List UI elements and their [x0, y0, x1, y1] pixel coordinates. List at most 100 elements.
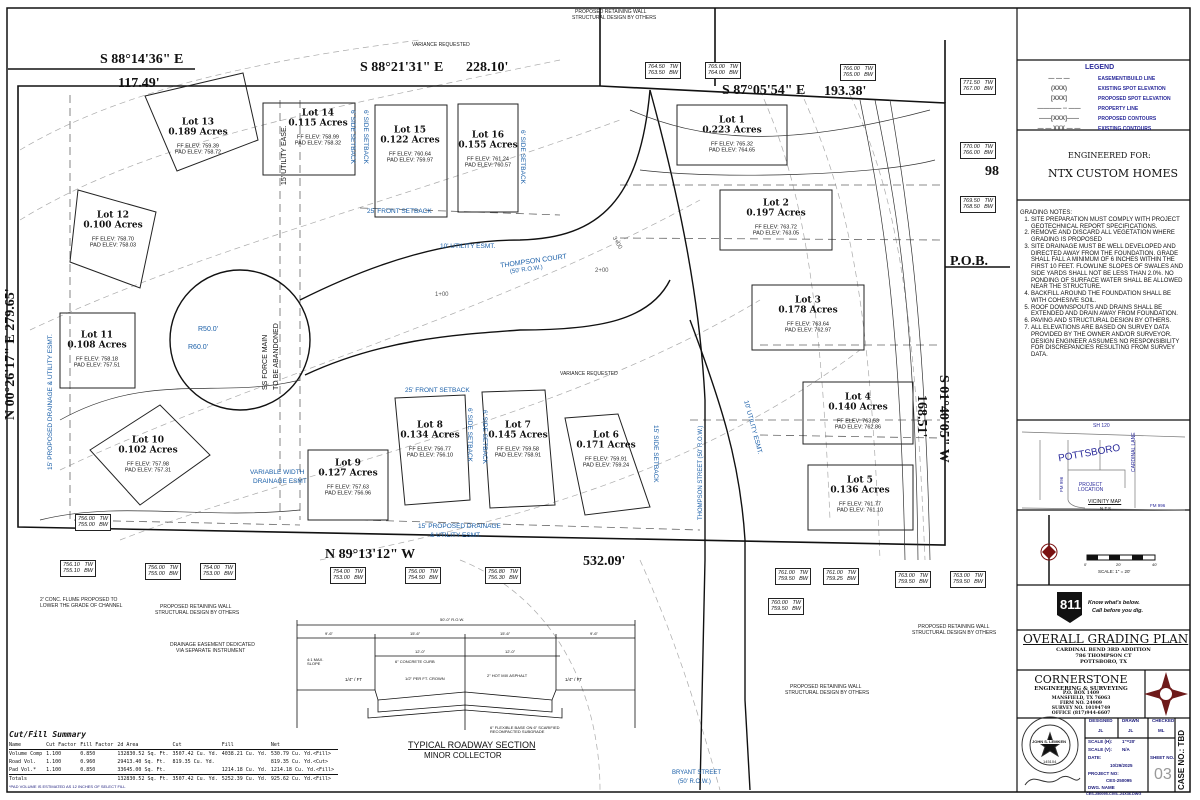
lot-name: Lot 2 — [763, 198, 789, 209]
legend: — — —EASEMENT/BUILD LINE(XXX)EXISTING SP… — [1020, 74, 1188, 134]
retaining-top-2-label: STRUCTURAL DESIGN BY OTHERS — [572, 15, 657, 21]
lot-name: Lot 9 — [335, 458, 361, 469]
tw-label: TW — [669, 64, 678, 70]
lot-ff-elev: FF ELEV: 759.91 — [584, 456, 627, 463]
retaining-se-2-label: STRUCTURAL DESIGN BY OTHERS — [912, 630, 997, 636]
bw-value: 764.00 — [708, 70, 725, 77]
case-number: CASE NO.: TBD — [1177, 730, 1186, 790]
bw-value: 759.25 — [826, 576, 843, 583]
retaining-se-label: PROPOSED RETAINING WALL — [918, 624, 990, 630]
dwg-name-label: DWG. NAME — [1088, 785, 1115, 790]
legend-label: PROPERTY LINE — [1098, 106, 1139, 112]
thompson-street-label: THOMPSON STREET (50' R.O.W.) — [698, 425, 704, 520]
section-slope-right: 1/4" / FT — [565, 677, 583, 682]
section-subtitle: MINOR COLLECTOR — [424, 751, 502, 760]
lot-acres: 0.127 Acres — [318, 468, 378, 479]
firm-line: SURVEY NO. 10194749 — [1051, 705, 1111, 711]
side-setback-c-label: 6' SIDE SETBACK — [519, 130, 526, 184]
legend-symbol: (XXX) — [1050, 86, 1067, 92]
project-label-2: LOCATION — [1078, 487, 1104, 493]
cut-fill-cell: 4038.21 Cu. Yd. — [221, 751, 267, 757]
tw-label: TW — [429, 569, 438, 575]
bw-label: BW — [224, 571, 233, 578]
section-slope-left: 1/4" / FT — [345, 677, 363, 682]
bw-value: 759.50 — [898, 579, 915, 586]
grading-notes: GRADING NOTES: SITE PREPARATION MUST COM… — [1020, 210, 1188, 359]
cut-fill-cell: 1.100 — [46, 767, 62, 773]
legend-title: LEGEND — [1085, 64, 1115, 71]
tw-label: TW — [224, 565, 233, 571]
lot-name: Lot 11 — [80, 330, 114, 341]
cut-fill-cell: Road Vol. — [9, 759, 37, 765]
lot-name: Lot 13 — [181, 117, 215, 128]
project-no-label: PROJECT NO: — [1088, 771, 1119, 776]
utility-esmt-10-label: 10' UTILITY ESMT. — [440, 243, 496, 250]
lot-pads — [59, 72, 914, 531]
lot-name: Lot 16 — [471, 130, 505, 141]
tw-label: TW — [509, 569, 518, 575]
tw-label: TW — [984, 144, 993, 150]
lot-name: Lot 5 — [847, 475, 873, 486]
grading-note: SITE PREPARATION MUST COMPLY WITH PROJEC… — [1031, 217, 1188, 231]
cut-fill-cell: Volume Comp — [9, 751, 43, 757]
section-row: 50'-0" R.O.W. — [440, 617, 465, 622]
firm-line: OFFICE (817)944-6607 — [1051, 710, 1111, 716]
section-asphalt: 2" HOT MIX ASPHALT — [487, 673, 528, 678]
drainage-easement-2-label: VIA SEPARATE INSTRUMENT — [176, 648, 246, 654]
bw-value: 759.50 — [953, 579, 970, 586]
call-811-line1: Know what's below. — [1088, 600, 1140, 606]
drain-util-south-2-label: & UTILITY ESMT. — [430, 532, 482, 539]
legend-label: EXISTING SPOT ELEVATION — [1098, 86, 1166, 92]
lot-name: Lot 3 — [795, 295, 821, 306]
legend-symbol: ——[XXX]—— — [1038, 116, 1079, 122]
lot-name: Lot 1 — [719, 115, 745, 126]
client-name: NTX CUSTOM HOMES — [1048, 167, 1179, 180]
scale-h-label: SCALE (H): — [1088, 739, 1113, 744]
r50-label: R50.0' — [198, 326, 219, 333]
grading-notes-title: GRADING NOTES: — [1020, 210, 1073, 216]
vicinity-nts: N.T.S. — [1100, 506, 1113, 511]
tw-value: 761.00 — [778, 570, 795, 576]
grading-note: SITE DRAINAGE MUST BE WELL DEVELOPED AND… — [1031, 244, 1188, 291]
bw-label: BW — [509, 575, 518, 582]
bw-value: 767.00 — [963, 86, 980, 93]
existing-contours — [19, 39, 926, 791]
tw-value: 770.00 — [963, 144, 980, 150]
cut-fill-cell: 0.850 — [80, 767, 96, 773]
drain-util-west-label: 15' PROPOSED DRAINAGE & UTILITY ESMT. — [47, 334, 54, 470]
section-crown: 1/2" PER FT. CROWN — [405, 676, 445, 681]
tw-label: TW — [919, 573, 928, 579]
tw-value: 760.00 — [771, 600, 788, 606]
lot-ff-elev: FF ELEV: 760.64 — [388, 151, 431, 158]
legend-label: EXISTING CONTOURS — [1098, 126, 1152, 132]
bw-label: BW — [99, 522, 108, 529]
variance-top-label: VARIANCE REQUESTED — [412, 42, 470, 48]
lot-name: Lot 14 — [301, 108, 335, 119]
bw-label: BW — [919, 579, 928, 586]
lot-name: Lot 10 — [131, 435, 165, 446]
bw-label: BW — [984, 150, 993, 157]
lot-name: Lot 12 — [96, 210, 130, 221]
bw-value: 759.50 — [771, 606, 788, 613]
lot-ff-elev: FF ELEV: 757.63 — [326, 484, 369, 491]
tw-value: 756.00 — [408, 569, 425, 575]
